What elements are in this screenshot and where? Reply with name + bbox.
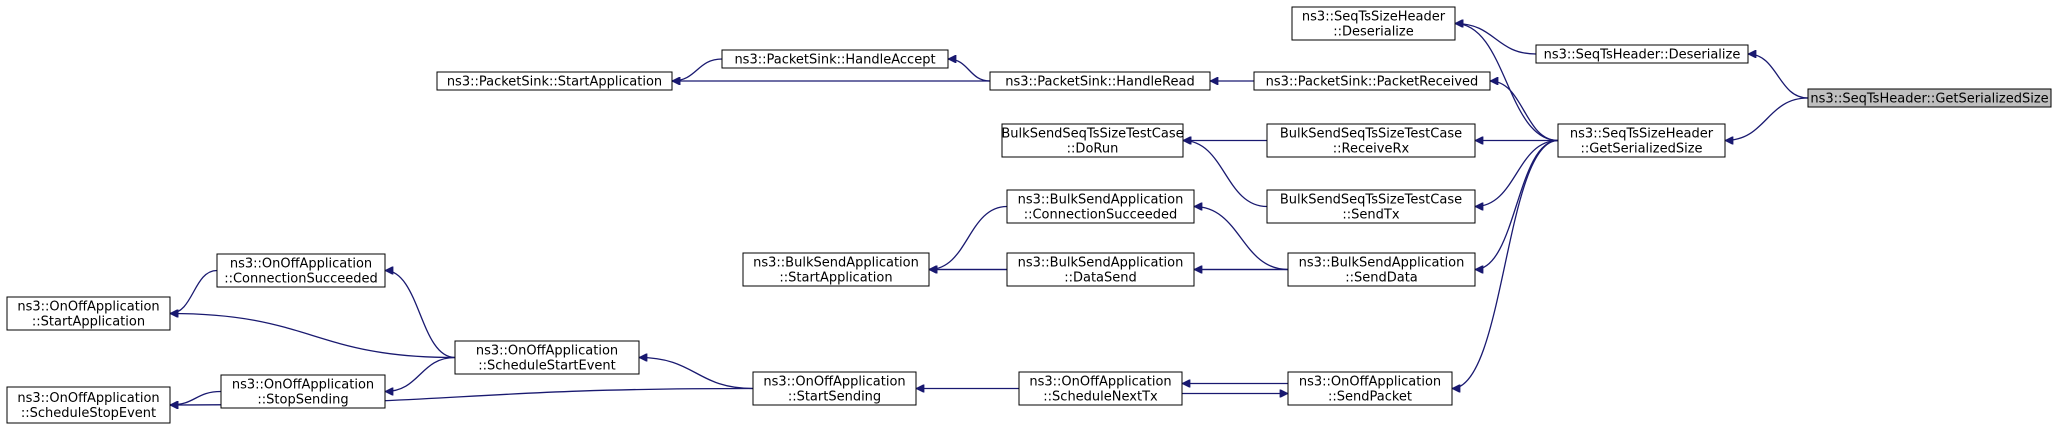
node-label: ns3::OnOffApplication: [230, 257, 372, 272]
node-test-dorun[interactable]: BulkSendSeqTsSizeTestCase::DoRun: [1001, 123, 1184, 158]
node-size-deser[interactable]: ns3::SeqTsSizeHeader::Deserialize: [1291, 6, 1456, 41]
node-label: BulkSendSeqTsSizeTestCase: [1001, 127, 1183, 142]
edge-size-deser-calls-seqts-deser: [1455, 24, 1537, 55]
node-label: ns3::OnOffApplication: [17, 391, 159, 406]
node-label: ns3::BulkSendApplication: [1299, 256, 1465, 271]
node-onoff-startsend[interactable]: ns3::OnOffApplication::StartSending: [752, 371, 917, 406]
node-onoff-start[interactable]: ns3::OnOffApplication::StartApplication: [6, 296, 171, 331]
node-label: ns3::OnOffApplication: [1299, 375, 1441, 390]
edge-test-tx-calls-size-getser: [1475, 139, 1559, 207]
node-label: ::StartApplication: [779, 271, 892, 286]
node-label: ns3::SeqTsHeader::GetSerializedSize: [1810, 92, 2048, 107]
node-label: ns3::SeqTsSizeHeader: [1570, 127, 1714, 142]
edge-bulk-start-calls-bulk-connok: [929, 205, 1008, 270]
node-label: ns3::PacketSink::StartApplication: [447, 75, 662, 90]
node-label: ::StartSending: [788, 390, 881, 405]
node-label: ns3::SeqTsHeader::Deserialize: [1544, 48, 1741, 63]
edge-bulk-connok-calls-bulk-senddata: [1194, 207, 1289, 271]
edge-onoff-schedstop-calls-onoff-stopsend: [170, 390, 222, 406]
edge-onoff-sendpkt-calls-size-getser: [1452, 139, 1559, 389]
node-label: ns3::PacketSink::HandleAccept: [734, 53, 935, 68]
edges: [170, 24, 1809, 406]
node-label: ::ReceiveRx: [1333, 142, 1410, 157]
node-label: ns3::OnOffApplication: [763, 375, 905, 390]
node-label: ns3::BulkSendApplication: [1018, 256, 1184, 271]
edge-size-deser-calls-size-getser: [1455, 24, 1559, 142]
node-label: ::ScheduleStopEvent: [21, 406, 156, 421]
node-label: ::SendData: [1345, 271, 1418, 286]
node-label: ::ConnectionSucceeded: [224, 272, 378, 287]
edge-onoff-start-calls-onoff-connok: [170, 269, 218, 314]
node-label: ns3::SeqTsSizeHeader: [1302, 10, 1446, 25]
edge-sink-accept-calls-sink-read: [948, 59, 991, 82]
node-label: BulkSendSeqTsSizeTestCase: [1280, 193, 1462, 208]
node-label: BulkSendSeqTsSizeTestCase: [1280, 127, 1462, 142]
node-bulk-start[interactable]: ns3::BulkSendApplication::StartApplicati…: [742, 252, 930, 287]
node-label: ns3::PacketSink::PacketReceived: [1266, 75, 1479, 90]
edge-onoff-schedstart-calls-onoff-startsend: [639, 358, 754, 390]
node-label: ::DataSend: [1064, 271, 1137, 286]
node-label: ::SendPacket: [1328, 390, 1412, 405]
node-label: ns3::BulkSendApplication: [753, 256, 919, 271]
node-label: ns3::OnOffApplication: [1029, 375, 1171, 390]
node-label: ::SendTx: [1342, 208, 1399, 223]
node-sink-start[interactable]: ns3::PacketSink::StartApplication: [436, 71, 673, 91]
node-onoff-sendpkt[interactable]: ns3::OnOffApplication::SendPacket: [1287, 371, 1453, 406]
edge-onoff-connok-calls-onoff-schedstart: [385, 271, 456, 359]
node-label: ::GetSerializedSize: [1580, 142, 1702, 157]
node-label: ::ScheduleNextTx: [1043, 390, 1158, 405]
node-label: ns3::BulkSendApplication: [1018, 193, 1184, 208]
node-test-rx[interactable]: BulkSendSeqTsSizeTestCase::ReceiveRx: [1266, 123, 1476, 158]
edge-onoff-start-calls-onoff-schedstart: [170, 314, 456, 359]
node-size-getser[interactable]: ns3::SeqTsSizeHeader::GetSerializedSize: [1557, 123, 1726, 158]
nodes: ns3::SeqTsHeader::GetSerializedSizens3::…: [6, 6, 2052, 424]
node-sink-accept[interactable]: ns3::PacketSink::HandleAccept: [721, 49, 949, 69]
node-sink-recv[interactable]: ns3::PacketSink::PacketReceived: [1253, 71, 1491, 91]
node-test-tx[interactable]: BulkSendSeqTsSizeTestCase::SendTx: [1266, 189, 1476, 224]
node-bulk-connok[interactable]: ns3::BulkSendApplication::ConnectionSucc…: [1006, 189, 1195, 224]
node-label: ::StartApplication: [32, 315, 145, 330]
node-label: ::ScheduleStartEvent: [478, 359, 616, 374]
edge-test-dorun-calls-test-tx: [1183, 141, 1268, 208]
node-onoff-schedstart[interactable]: ns3::OnOffApplication::ScheduleStartEven…: [454, 340, 640, 375]
node-onoff-schednext[interactable]: ns3::OnOffApplication::ScheduleNextTx: [1018, 371, 1183, 406]
edge-size-getser-calls-root: [1725, 97, 1809, 141]
edge-bulk-senddata-calls-size-getser: [1475, 139, 1559, 270]
node-label: ::ConnectionSucceeded: [1024, 208, 1178, 223]
node-label: ns3::PacketSink::HandleRead: [1005, 75, 1194, 90]
edge-seqts-deser-calls-root: [1748, 54, 1809, 99]
node-bulk-senddata[interactable]: ns3::BulkSendApplication::SendData: [1287, 252, 1476, 287]
node-label: ::Deserialize: [1333, 25, 1414, 40]
node-onoff-connok[interactable]: ns3::OnOffApplication::ConnectionSucceed…: [216, 253, 386, 288]
node-bulk-datasend[interactable]: ns3::BulkSendApplication::DataSend: [1006, 252, 1195, 287]
node-seqts-deser[interactable]: ns3::SeqTsHeader::Deserialize: [1535, 44, 1749, 64]
node-root[interactable]: ns3::SeqTsHeader::GetSerializedSize: [1807, 88, 2052, 108]
node-label: ns3::OnOffApplication: [232, 378, 374, 393]
node-onoff-stopsend[interactable]: ns3::OnOffApplication::StopSending: [220, 374, 386, 409]
node-sink-read[interactable]: ns3::PacketSink::HandleRead: [989, 71, 1211, 91]
node-label: ns3::OnOffApplication: [476, 344, 618, 359]
node-label: ::DoRun: [1067, 142, 1119, 157]
edge-sink-start-calls-sink-accept: [672, 58, 723, 81]
edge-sink-recv-calls-size-getser: [1490, 81, 1559, 142]
edge-onoff-stopsend-calls-onoff-schedstart: [385, 356, 456, 392]
node-label: ns3::OnOffApplication: [17, 300, 159, 315]
node-onoff-schedstop[interactable]: ns3::OnOffApplication::ScheduleStopEvent: [6, 386, 171, 424]
node-label: ::StopSending: [257, 393, 348, 408]
